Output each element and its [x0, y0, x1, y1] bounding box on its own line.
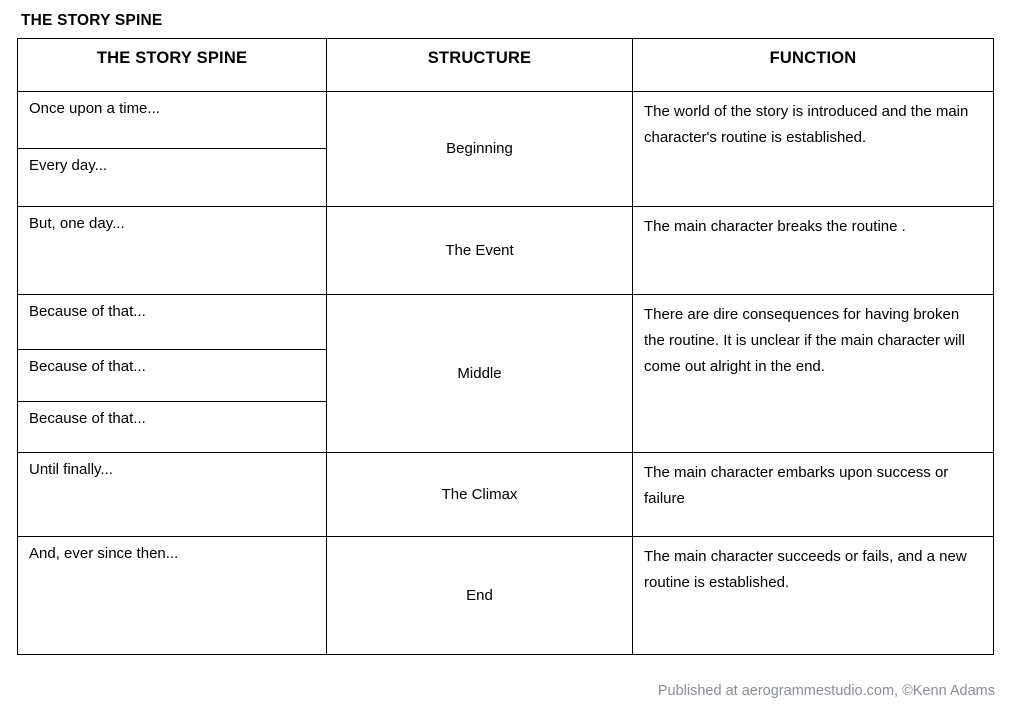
table-row: But, one day... The Event The main chara…	[17, 206, 994, 295]
spine-line-cell: Because of that...	[17, 349, 327, 402]
spine-line-cell: Because of that...	[17, 294, 327, 350]
table-row: Because of that...	[17, 349, 994, 402]
table-row: And, ever since then... End The main cha…	[17, 536, 994, 655]
function-cell-the-event: The main character breaks the routine .	[632, 206, 994, 295]
footer-attribution: Published at aerogrammestudio.com, ©Kenn…	[657, 683, 995, 699]
story-spine-table: THE STORY SPINE STRUCTURE FUNCTION Once …	[17, 38, 994, 655]
table-row: Every day...	[17, 148, 994, 207]
structure-cell-end: End	[326, 536, 633, 655]
page-title: THE STORY SPINE	[21, 12, 163, 29]
column-header-story-spine: THE STORY SPINE	[17, 38, 327, 92]
spine-line-cell: But, one day...	[17, 206, 327, 295]
structure-cell-the-climax: The Climax	[326, 452, 633, 537]
column-header-function: FUNCTION	[632, 38, 994, 92]
function-cell-end: The main character succeeds or fails, an…	[632, 536, 994, 655]
spine-line-cell: Every day...	[17, 148, 327, 207]
structure-cell-the-event: The Event	[326, 206, 633, 295]
spine-line-cell: Because of that...	[17, 401, 327, 453]
spine-line-cell: Until finally...	[17, 452, 327, 537]
spine-line-cell: And, ever since then...	[17, 536, 327, 655]
structure-cell-beginning: Beginning	[326, 91, 633, 207]
table-header-row: THE STORY SPINE STRUCTURE FUNCTION	[17, 38, 994, 92]
function-cell-beginning: The world of the story is introduced and…	[632, 91, 994, 207]
function-cell-the-climax: The main character embarks upon success …	[632, 452, 994, 537]
spine-line-cell: Once upon a time...	[17, 91, 327, 149]
function-cell-middle: There are dire consequences for having b…	[632, 294, 994, 453]
column-header-structure: STRUCTURE	[326, 38, 633, 92]
table-row: Once upon a time... Beginning The world …	[17, 91, 994, 207]
structure-cell-middle: Middle	[326, 294, 633, 453]
table-body: Once upon a time... Beginning The world …	[17, 91, 994, 655]
table-row: Until finally... The Climax The main cha…	[17, 452, 994, 537]
table-row: Because of that... Middle There are dire…	[17, 294, 994, 453]
